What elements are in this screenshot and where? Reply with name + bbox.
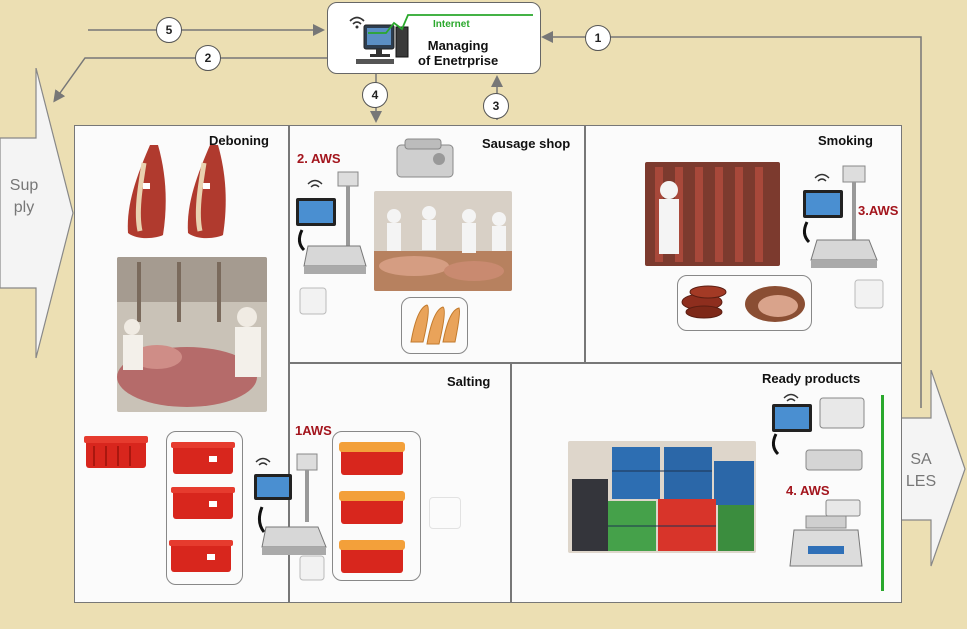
supply-label: Sup ply: [4, 175, 44, 219]
internet-line: [368, 14, 533, 34]
placeholder-box: [429, 497, 461, 529]
internet-label: Internet: [433, 19, 470, 30]
salting-crates-group: [332, 431, 421, 581]
supply-label-line2: ply: [13, 199, 35, 216]
sausages-image: [410, 304, 460, 345]
divider: [288, 362, 901, 364]
flow-5-badge[interactable]: 5: [156, 17, 182, 43]
aws-label-1: 1AWS: [295, 423, 332, 438]
divider: [288, 125, 290, 603]
flow-1-badge[interactable]: 1: [585, 25, 611, 51]
flow-1-line: [541, 31, 922, 408]
meat-crates-stack: [169, 442, 235, 572]
smoked-meat-image: [681, 285, 805, 322]
title-line2: of Enetrprise: [418, 53, 499, 68]
divider: [584, 125, 586, 363]
sales-label-line1: SA: [910, 451, 932, 468]
flow-3-badge[interactable]: 3: [483, 93, 509, 119]
aws-label-2: 2. AWS: [297, 151, 341, 166]
supply-label-line1: Sup: [9, 177, 39, 194]
smoked-products-group: [677, 275, 812, 331]
enterprise-management-title: Managing of Enetrprise: [418, 38, 498, 68]
divider: [510, 362, 512, 603]
red-crate: [84, 436, 148, 468]
deboned-meat-crates-group: [166, 431, 243, 585]
supply-arrow: [0, 68, 74, 359]
deboning-workers-photo: [117, 257, 267, 412]
aws-1-scale-terminal: [254, 453, 327, 581]
zone-title-salting: Salting: [447, 374, 491, 389]
sales-label-line2: LES: [905, 473, 937, 490]
salting-crates-stack: [339, 442, 405, 573]
green-sales-line: [881, 395, 884, 591]
aws-label-3: 3.AWS: [858, 203, 899, 218]
enterprise-management-box[interactable]: Internet Managing of Enetrprise: [327, 2, 541, 74]
sales-arrow: [898, 370, 966, 567]
aws-label-4: 4. AWS: [786, 483, 830, 498]
aws-2-scale-terminal: [296, 171, 367, 315]
ready-products-crates-photo: [568, 441, 756, 553]
zone-title-smoking: Smoking: [818, 133, 873, 148]
aws-3-scale-terminal: [802, 165, 884, 309]
sausage-machine-image: [396, 138, 454, 178]
zone-title-deboning: Deboning: [209, 133, 269, 148]
carcass-image: [127, 145, 226, 239]
zone-title-sausage: Sausage shop: [482, 136, 571, 151]
flow-2-line: [53, 57, 327, 103]
flow-2-badge[interactable]: 2: [195, 45, 221, 71]
sausage-product-group: [401, 297, 468, 354]
title-line1: Managing: [427, 38, 489, 53]
zone-title-ready: Ready products: [762, 371, 861, 386]
aws-4-scale-terminal: [771, 393, 865, 567]
sausage-shop-workers-photo: [374, 191, 512, 291]
smoking-chamber-photo: [645, 162, 780, 266]
sales-label: SA LES: [901, 449, 941, 493]
flow-4-badge[interactable]: 4: [362, 82, 388, 108]
